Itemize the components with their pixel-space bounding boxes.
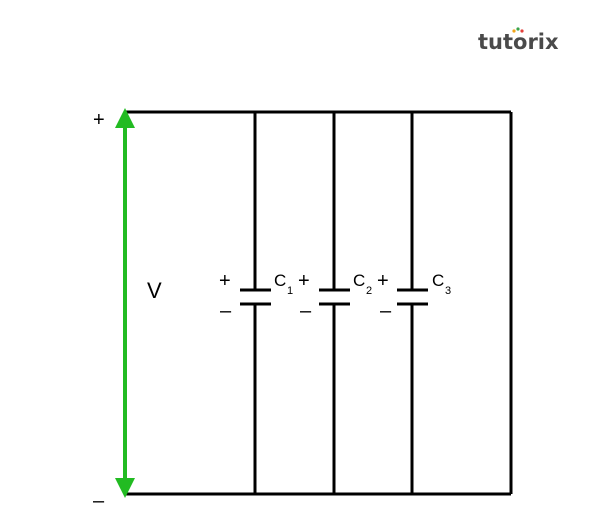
c3-minus-sign: – xyxy=(380,300,392,322)
tutorix-logo: tutorix xyxy=(478,27,559,54)
c2-subscript: 2 xyxy=(366,285,372,297)
c1-minus-sign: – xyxy=(220,300,232,322)
c1-plus-sign: + xyxy=(219,270,231,292)
voltage-minus-sign: – xyxy=(93,490,105,512)
logo-dot-1 xyxy=(512,29,516,33)
capacitor-c3: + – C 3 xyxy=(377,112,451,494)
c2-plus-sign: + xyxy=(298,270,310,292)
c2-minus-sign: – xyxy=(300,300,312,322)
capacitor-c1: + – C 1 xyxy=(219,112,293,494)
logo-dot-3 xyxy=(520,29,524,33)
c1-label: C xyxy=(274,271,286,290)
voltage-plus-sign: + xyxy=(93,109,105,131)
c2-label: C xyxy=(353,271,365,290)
c3-plus-sign: + xyxy=(377,270,389,292)
c3-label: C xyxy=(432,271,444,290)
logo-text: tutorix xyxy=(478,30,559,54)
logo-dot-2 xyxy=(516,27,520,31)
c1-subscript: 1 xyxy=(287,285,293,297)
capacitor-c2: + – C 2 xyxy=(298,112,372,494)
voltage-label: V xyxy=(147,278,162,303)
c3-subscript: 3 xyxy=(445,285,451,297)
